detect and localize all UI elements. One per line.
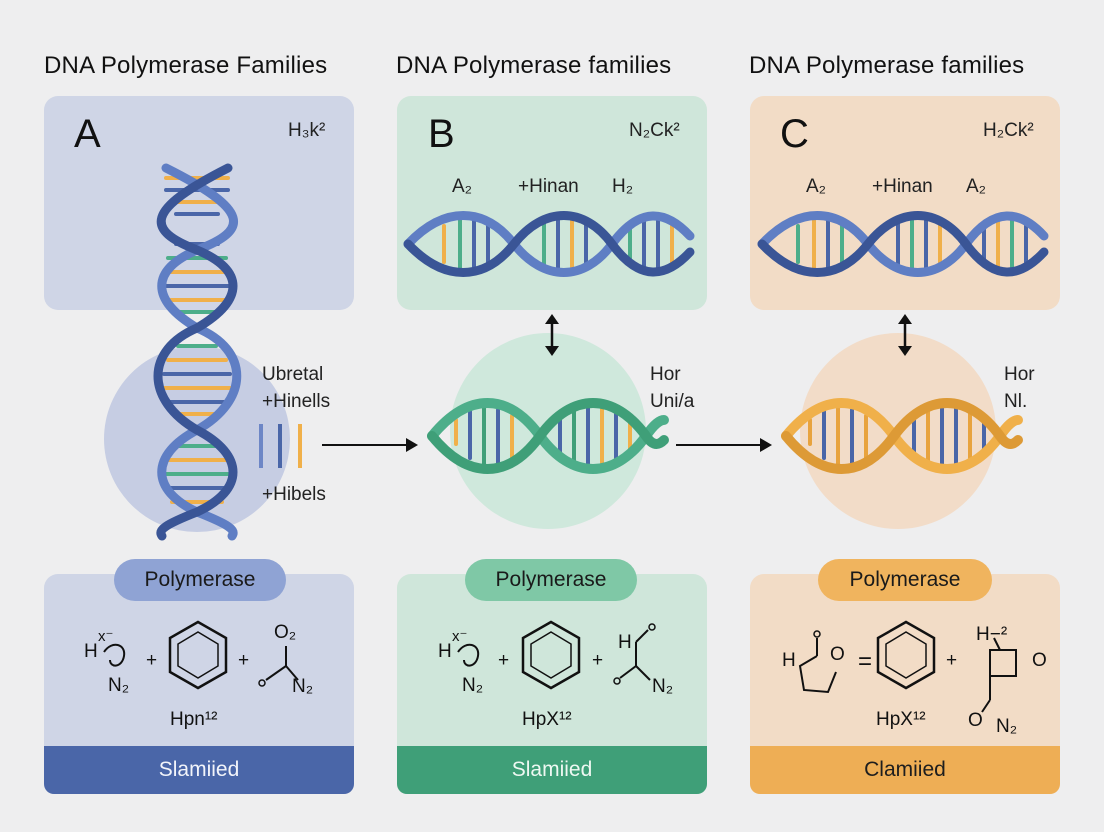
corner-label-a: H₃k² xyxy=(288,120,326,141)
chem-c-o-ring: O xyxy=(1032,650,1047,671)
helix-a-strand-2 xyxy=(153,163,238,541)
chem-c-plus: + xyxy=(946,650,958,671)
chem-a-n2-b: N₂ xyxy=(292,676,314,697)
chem-c-h2: H−² xyxy=(976,624,1008,645)
pill-a: Polymerase xyxy=(114,559,286,601)
chem-caption-c: HpX¹² xyxy=(876,709,926,730)
helix-label-c-1: A₂ xyxy=(806,176,827,197)
letter-c: C xyxy=(780,112,809,156)
helix-label-b-2: +Hinan xyxy=(518,176,579,197)
chem-b-x: x⁻ xyxy=(452,628,468,645)
footer-b: Slamiied xyxy=(397,746,707,794)
chem-caption-b: HpX¹² xyxy=(522,709,572,730)
letter-a: A xyxy=(74,112,101,156)
chem-a-h: H xyxy=(84,641,98,662)
chem-b-plus-1: + xyxy=(498,650,510,671)
pill-c: Polymerase xyxy=(818,559,992,601)
dna-helix-c-middle xyxy=(781,398,1023,474)
pill-b: Polymerase xyxy=(465,559,637,601)
chem-a-plus-2: + xyxy=(238,650,250,671)
side-label-c-1: Hor xyxy=(1004,364,1035,385)
dna-helix-b-middle xyxy=(427,398,669,474)
chem-b-plus-2: + xyxy=(592,650,604,671)
side-label-a-3: +Hibels xyxy=(262,484,326,505)
chem-c-n2: N₂ xyxy=(996,716,1018,737)
chem-a-plus-1: + xyxy=(146,650,158,671)
chem-caption-a: Hpn¹² xyxy=(170,709,218,730)
double-arrow-b-icon xyxy=(545,314,559,356)
chem-c-o-bottom: O xyxy=(968,710,983,731)
arrow-right-1-icon xyxy=(322,438,418,452)
chem-c-equals: = xyxy=(858,648,873,675)
side-label-b-1: Hor xyxy=(650,364,681,385)
helix-a-strand-1 xyxy=(157,163,242,541)
side-label-a-2: +Hinells xyxy=(262,391,331,412)
base-bars-a xyxy=(259,424,302,468)
side-label-b-2: Uni/a xyxy=(650,391,695,412)
side-label-a-1: Ubretal xyxy=(262,364,324,385)
chem-b-h: H xyxy=(438,641,452,662)
letter-b: B xyxy=(428,112,455,156)
column-a-title: DNA Polymerase Families xyxy=(44,52,328,79)
double-arrow-c-icon xyxy=(898,314,912,356)
side-label-c-2: Nl. xyxy=(1004,391,1028,412)
chem-a-o2: O₂ xyxy=(274,622,297,643)
footer-a: Slamiied xyxy=(44,746,354,794)
chem-a-x: x⁻ xyxy=(98,628,114,645)
chem-b-n2-b: N₂ xyxy=(652,676,674,697)
chem-a-n2: N₂ xyxy=(108,675,130,696)
dna-helix-b-top xyxy=(403,211,695,277)
footer-c: Clamiied xyxy=(750,746,1060,794)
chem-c-o: O xyxy=(830,644,845,665)
corner-label-c: H₂Ck² xyxy=(983,120,1034,141)
column-c-title: DNA Polymerase families xyxy=(749,52,1025,79)
helix-label-b-3: H₂ xyxy=(612,176,634,197)
arrow-right-2-icon xyxy=(676,438,772,452)
dna-helix-c-top xyxy=(757,211,1049,277)
chem-c-h: H xyxy=(782,650,796,671)
chem-b-h2: H xyxy=(618,632,632,653)
helix-label-b-1: A₂ xyxy=(452,176,473,197)
column-b-title: DNA Polymerase families xyxy=(396,52,672,79)
helix-label-c-3: A₂ xyxy=(966,176,987,197)
chem-b-n2: N₂ xyxy=(462,675,484,696)
corner-label-b: N₂Ck² xyxy=(629,120,680,141)
helix-label-c-2: +Hinan xyxy=(872,176,933,197)
